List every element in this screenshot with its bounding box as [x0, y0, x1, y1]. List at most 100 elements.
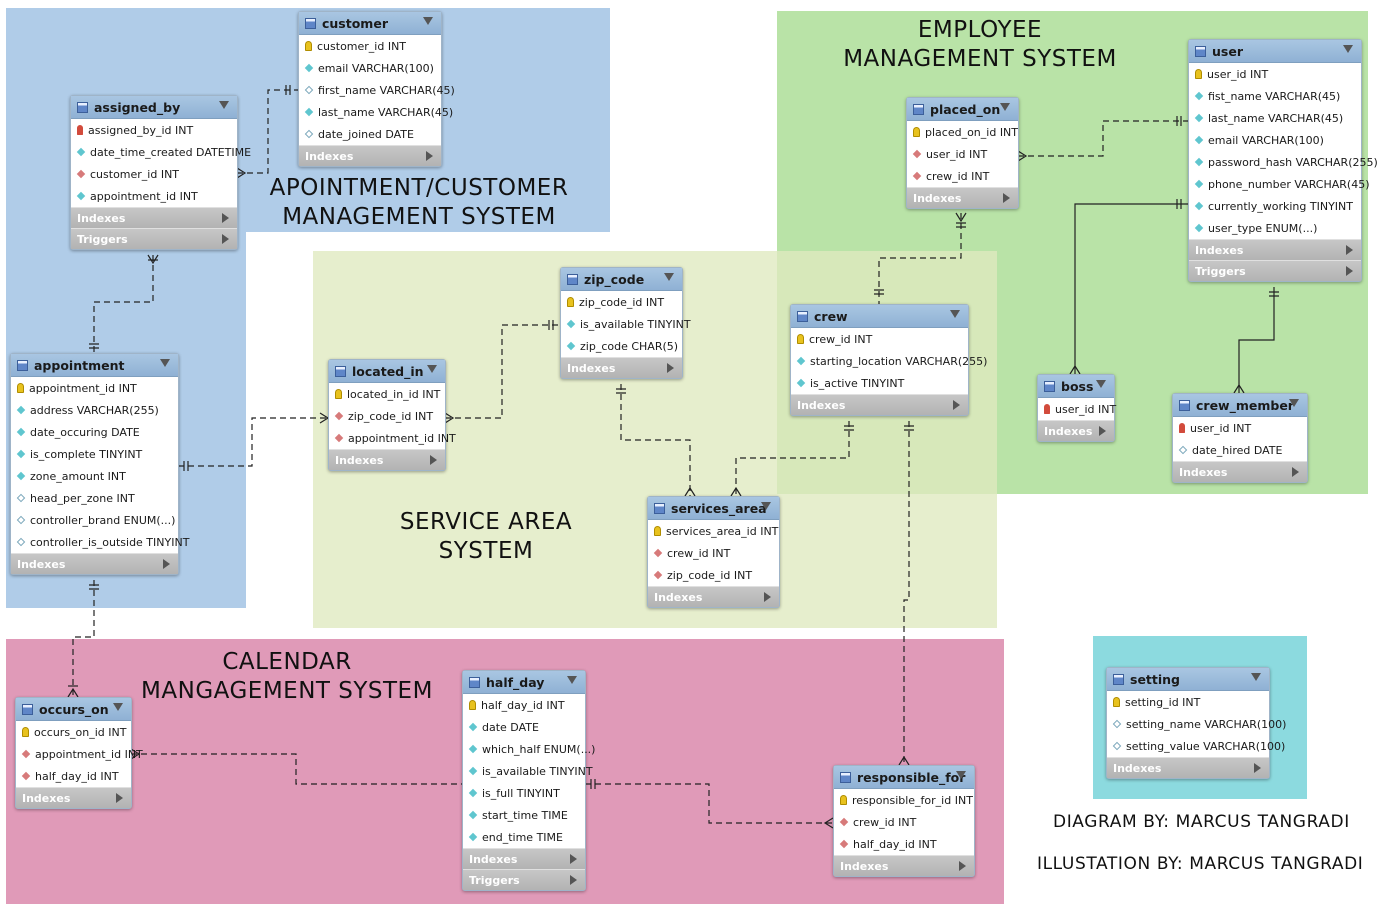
table-header[interactable]: user [1189, 40, 1361, 63]
section-indexes[interactable]: Indexes [299, 145, 441, 166]
expand-arrow-icon[interactable] [116, 793, 123, 803]
table-column[interactable]: half_day_id INT [16, 765, 131, 787]
table-column[interactable]: responsible_for_id INT [834, 789, 974, 811]
table-column[interactable]: user_id INT [1038, 398, 1116, 420]
section-indexes[interactable]: Indexes [561, 357, 682, 378]
table-column[interactable]: customer_id INT [71, 163, 237, 185]
table-column[interactable]: appointment_id INT [16, 743, 143, 765]
table-header[interactable]: located_in [329, 360, 445, 383]
table-column[interactable]: fist_name VARCHAR(45) [1189, 85, 1361, 107]
table-column[interactable]: first_name VARCHAR(45) [299, 79, 455, 101]
expand-arrow-icon[interactable] [222, 213, 229, 223]
table-column[interactable]: zone_amount INT [11, 465, 178, 487]
table-column[interactable]: date_joined DATE [299, 123, 441, 145]
table-header[interactable]: assigned_by [71, 96, 237, 119]
section-indexes[interactable]: Indexes [1107, 757, 1269, 778]
table-column[interactable]: half_day_id INT [463, 694, 585, 716]
table-column[interactable]: appointment_id INT [11, 377, 178, 399]
collapse-caret-icon[interactable] [427, 365, 437, 373]
collapse-caret-icon[interactable] [1343, 45, 1353, 53]
table-column[interactable]: setting_name VARCHAR(100) [1107, 713, 1286, 735]
expand-arrow-icon[interactable] [430, 455, 437, 465]
table-column[interactable]: user_id INT [907, 143, 1018, 165]
table-column[interactable]: is_complete TINYINT [11, 443, 178, 465]
table-column[interactable]: is_full TINYINT [463, 782, 585, 804]
section-indexes[interactable]: Indexes [1173, 461, 1307, 482]
expand-arrow-icon[interactable] [163, 559, 170, 569]
table-column[interactable]: crew_id INT [648, 542, 779, 564]
expand-arrow-icon[interactable] [570, 854, 577, 864]
table-header[interactable]: customer [299, 12, 441, 35]
expand-arrow-icon[interactable] [1346, 266, 1353, 276]
section-triggers[interactable]: Triggers [1189, 260, 1361, 281]
table-header[interactable]: setting [1107, 668, 1269, 691]
section-indexes[interactable]: Indexes [329, 449, 445, 470]
table-column[interactable]: placed_on_id INT [907, 121, 1018, 143]
collapse-caret-icon[interactable] [761, 502, 771, 510]
section-indexes[interactable]: Indexes [907, 187, 1018, 208]
expand-arrow-icon[interactable] [1003, 193, 1010, 203]
table-column[interactable]: crew_id INT [834, 811, 974, 833]
table-column[interactable]: zip_code CHAR(5) [561, 335, 682, 357]
section-triggers[interactable]: Triggers [463, 869, 585, 890]
table-column[interactable]: setting_value VARCHAR(100) [1107, 735, 1285, 757]
table-column[interactable]: date_occuring DATE [11, 421, 178, 443]
table-column[interactable]: start_time TIME [463, 804, 585, 826]
table-column[interactable]: user_id INT [1189, 63, 1361, 85]
expand-arrow-icon[interactable] [570, 875, 577, 885]
expand-arrow-icon[interactable] [667, 363, 674, 373]
table-column[interactable]: address VARCHAR(255) [11, 399, 178, 421]
collapse-caret-icon[interactable] [1289, 399, 1299, 407]
table-column[interactable]: appointment_id INT [71, 185, 237, 207]
table-column[interactable]: which_half ENUM(...) [463, 738, 595, 760]
table-column[interactable]: setting_id INT [1107, 691, 1269, 713]
table-column[interactable]: customer_id INT [299, 35, 441, 57]
table-column[interactable]: email VARCHAR(100) [299, 57, 441, 79]
table-column[interactable]: currently_working TINYINT [1189, 195, 1361, 217]
expand-arrow-icon[interactable] [222, 234, 229, 244]
table-column[interactable]: is_available TINYINT [463, 760, 593, 782]
table-column[interactable]: date_hired DATE [1173, 439, 1307, 461]
expand-arrow-icon[interactable] [1099, 426, 1106, 436]
table-column[interactable]: zip_code_id INT [329, 405, 445, 427]
collapse-caret-icon[interactable] [113, 703, 123, 711]
section-indexes[interactable]: Indexes [791, 394, 968, 415]
table-column[interactable]: controller_brand ENUM(...) [11, 509, 178, 531]
collapse-caret-icon[interactable] [1096, 380, 1106, 388]
section-indexes[interactable]: Indexes [71, 207, 237, 228]
table-header[interactable]: crew [791, 305, 968, 328]
table-column[interactable]: half_day_id INT [834, 833, 974, 855]
table-header[interactable]: placed_on [907, 98, 1018, 121]
table-header[interactable]: responsible_for [834, 766, 974, 789]
table-column[interactable]: email VARCHAR(100) [1189, 129, 1361, 151]
table-column[interactable]: crew_id INT [907, 165, 1018, 187]
expand-arrow-icon[interactable] [1254, 763, 1261, 773]
table-column[interactable]: is_available TINYINT [561, 313, 691, 335]
table-header[interactable]: appointment [11, 354, 178, 377]
table-column[interactable]: starting_location VARCHAR(255) [791, 350, 987, 372]
table-column[interactable]: last_name VARCHAR(45) [299, 101, 453, 123]
table-column[interactable]: end_time TIME [463, 826, 585, 848]
expand-arrow-icon[interactable] [1346, 245, 1353, 255]
collapse-caret-icon[interactable] [1000, 103, 1010, 111]
expand-arrow-icon[interactable] [1292, 467, 1299, 477]
collapse-caret-icon[interactable] [567, 676, 577, 684]
collapse-caret-icon[interactable] [423, 17, 433, 25]
table-header[interactable]: boss [1038, 375, 1114, 398]
section-indexes[interactable]: Indexes [648, 586, 779, 607]
collapse-caret-icon[interactable] [160, 359, 170, 367]
collapse-caret-icon[interactable] [1251, 673, 1261, 681]
collapse-caret-icon[interactable] [664, 273, 674, 281]
table-column[interactable]: last_name VARCHAR(45) [1189, 107, 1361, 129]
table-column[interactable]: phone_number VARCHAR(45) [1189, 173, 1370, 195]
table-column[interactable]: is_active TINYINT [791, 372, 968, 394]
table-column[interactable]: date DATE [463, 716, 585, 738]
table-column[interactable]: head_per_zone INT [11, 487, 178, 509]
